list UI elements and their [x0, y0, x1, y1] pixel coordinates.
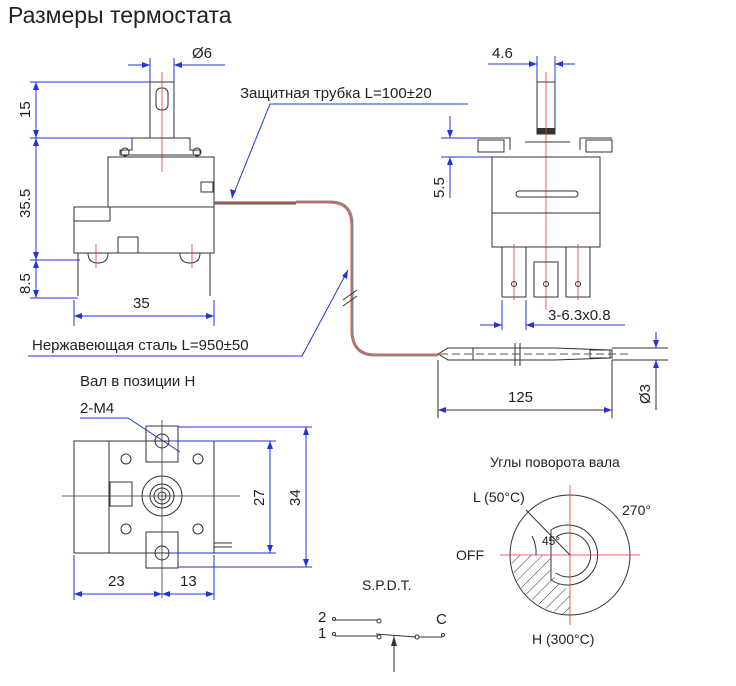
low-label: L (50°C) — [473, 489, 525, 505]
spdt-schematic: S.P.D.T. 2 1 C — [318, 577, 447, 672]
dim-shaft-width: 4.6 — [492, 45, 513, 62]
top-view-caption: Вал в позиции H — [80, 373, 195, 390]
screws-label: 2-M4 — [80, 400, 114, 417]
upper-body — [107, 156, 215, 208]
common-label: C — [436, 611, 447, 628]
front-view: Ø6 15 35.5 8.5 35 — [17, 45, 225, 326]
dim-terminals: 3-6.3x0.8 — [548, 307, 611, 324]
dim-height: 34 — [287, 489, 304, 506]
dim-bulb-diameter: Ø3 — [637, 384, 654, 404]
off-label: OFF — [456, 547, 484, 563]
dim-width: 35 — [133, 295, 150, 312]
rotation-caption: Углы поворота вала — [490, 454, 620, 470]
steel-label: Нержавеющая сталь L=950±50 — [32, 337, 249, 354]
angle-total-label: 270° — [622, 502, 651, 518]
top-view: Вал в позиции H 2-M4 27 34 23 13 — [62, 373, 312, 600]
pin-2-label: 2 — [318, 609, 326, 626]
dim-bulb-length: 125 — [508, 389, 533, 406]
dim-shaft-height: 15 — [17, 101, 34, 118]
lower-body — [73, 206, 215, 254]
capillary: Защитная трубка L=100±20 Нержавеющая ста… — [28, 85, 668, 418]
dim-left-width: 23 — [108, 573, 125, 590]
dim-body-height: 35.5 — [17, 189, 34, 218]
dim-leg-height: 8.5 — [17, 273, 34, 294]
dim-flange: 5.5 — [431, 177, 448, 198]
page-title: Размеры термостата — [8, 2, 232, 28]
tube-label: Защитная трубка L=100±20 — [240, 85, 432, 102]
rotation-diagram: Углы поворота вала L (50°C) 270° 45° OFF… — [456, 454, 651, 647]
high-label: H (300°C) — [532, 631, 594, 647]
dim-right-width: 13 — [180, 573, 197, 590]
side-view: 4.6 5.5 3-6.3x0.8 — [431, 45, 625, 330]
dim-shaft-diameter: Ø6 — [192, 45, 212, 62]
dim-hole-spacing: 27 — [251, 489, 268, 506]
spdt-caption: S.P.D.T. — [362, 577, 412, 593]
pin-1-label: 1 — [318, 625, 326, 642]
angle-small-label: 45° — [542, 534, 560, 548]
